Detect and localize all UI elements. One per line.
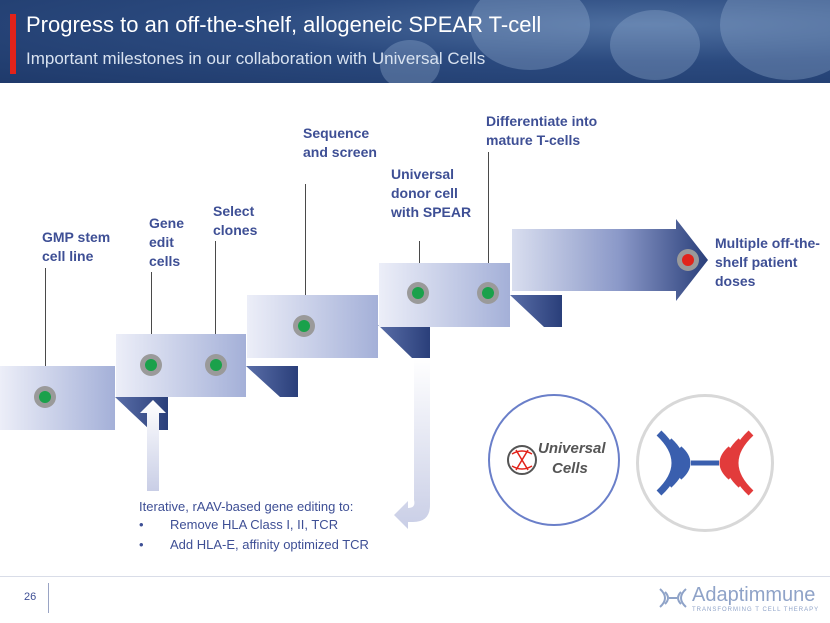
label-sequence-and-screen: Sequence and screen: [303, 125, 377, 160]
background-cell-shape: [380, 40, 440, 83]
step-gmp: [0, 366, 115, 430]
title-accent-bar: [10, 14, 16, 74]
bullet-marker: •: [139, 517, 144, 532]
footer: [0, 576, 830, 623]
step-2-shadow: [246, 366, 298, 397]
universal-cells-wordmark-1: Universal: [538, 440, 606, 457]
up-arrow: [140, 400, 166, 491]
milestone-dot: [34, 386, 56, 408]
background-cell-shape: [470, 0, 590, 70]
brand-tagline: TRANSFORMING T CELL THERAPY: [692, 607, 820, 613]
leader-line: [488, 152, 489, 263]
adaptimmune-monogram-icon: [656, 430, 754, 496]
leader-line: [419, 241, 420, 263]
leader-line: [305, 184, 306, 295]
universal-cells-wordmark-2: Cells: [552, 460, 588, 477]
header-banner: Progress to an off-the-shelf, allogeneic…: [0, 0, 830, 83]
milestone-dot: [407, 282, 429, 304]
label-differentiate: Differentiate into mature T-cells: [486, 113, 598, 148]
milestone-dot: [477, 282, 499, 304]
dna-icon: [507, 445, 537, 475]
brand-name: Adaptimmune: [692, 584, 816, 606]
page-number: 26: [24, 591, 37, 603]
final-arrow: [512, 219, 708, 301]
bullet-item: Add HLA-E, affinity optimized TCR: [170, 537, 369, 552]
leader-line: [151, 272, 152, 334]
label-gene-edit-cells: Gene edit cells: [149, 215, 185, 269]
milestone-dot: [140, 354, 162, 376]
label-select-clones: Select clones: [213, 203, 258, 238]
step-1-shadow: [115, 397, 168, 430]
milestone-dot: [293, 315, 315, 337]
slide-subtitle: Important milestones in our collaboratio…: [26, 49, 486, 68]
label-universal-donor-cell: Universal donor cell with SPEAR: [391, 166, 472, 220]
step-3-shadow: [378, 325, 430, 358]
slide-title: Progress to an off-the-shelf, allogeneic…: [26, 12, 542, 37]
leader-line: [45, 268, 46, 366]
background-cell-shape: [610, 10, 700, 80]
bullet-marker: •: [139, 537, 144, 552]
leader-line: [215, 241, 216, 334]
adaptimmune-logo: [636, 394, 774, 532]
label-multiple-doses: Multiple off-the-shelf patient doses: [715, 235, 820, 289]
label-gmp-stem-cell-line: GMP stem cell line: [42, 229, 111, 264]
step-4-shadow: [510, 295, 562, 327]
universal-cells-logo: Universal Cells: [488, 394, 620, 526]
step-shadows: [115, 219, 708, 529]
footer-divider: [0, 576, 830, 577]
page-number-divider: [48, 583, 49, 613]
return-arrow: [394, 358, 430, 529]
bullet-item: Remove HLA Class I, II, TCR: [170, 517, 339, 532]
milestone-dot: [205, 354, 227, 376]
adaptimmune-small-icon: [659, 588, 687, 608]
milestone-dot-final: [677, 249, 699, 271]
gene-editing-intro: Iterative, rAAV-based gene editing to:: [139, 499, 354, 514]
